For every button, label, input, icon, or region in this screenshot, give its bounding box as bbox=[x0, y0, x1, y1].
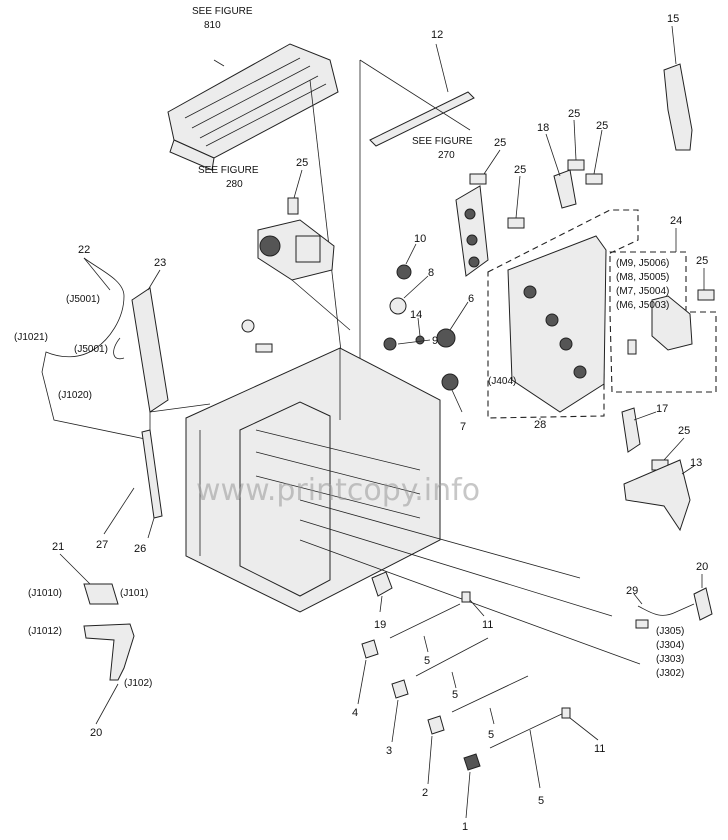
drive-assembly-280 bbox=[257, 219, 351, 331]
connector-j102: (J102) bbox=[124, 678, 152, 689]
part-12-bar bbox=[359, 43, 475, 390]
connector-j5001-b: (J5001) bbox=[74, 344, 108, 355]
ref-label-270-line1: SEE FIGURE bbox=[412, 136, 473, 147]
connector-m8: (M8, J5005) bbox=[616, 272, 669, 283]
callout-7: 7 bbox=[460, 421, 466, 433]
callout-2: 2 bbox=[422, 787, 428, 799]
callout-25-e: 25 bbox=[596, 120, 608, 132]
connector-j304: (J304) bbox=[656, 640, 684, 651]
callout-8: 8 bbox=[428, 267, 434, 279]
leader-27 bbox=[103, 487, 135, 535]
callout-15: 15 bbox=[667, 13, 679, 25]
connector-j305: (J305) bbox=[656, 626, 684, 637]
part-22-board bbox=[131, 269, 211, 413]
connector-j5001-a: (J5001) bbox=[66, 294, 100, 305]
callout-11-a: 11 bbox=[482, 619, 493, 631]
part-15-bracket bbox=[663, 25, 693, 151]
callout-22: 23 bbox=[154, 257, 166, 269]
connector-j1012: (J1012) bbox=[28, 626, 62, 637]
callout-25-a: 25 bbox=[296, 157, 308, 169]
callout-25-d: 25 bbox=[568, 108, 580, 120]
callout-1: 1 bbox=[462, 821, 468, 833]
callout-16: 17 bbox=[656, 403, 668, 415]
callout-26: 26 bbox=[134, 543, 146, 555]
callout-14: 14 bbox=[410, 309, 422, 321]
callout-13: 13 bbox=[690, 457, 702, 469]
part-16-bracket bbox=[621, 407, 657, 453]
part-29-harness bbox=[633, 593, 695, 629]
ref-label-810-line2: 810 bbox=[204, 20, 221, 31]
small-parts bbox=[357, 591, 599, 819]
callout-4: 4 bbox=[352, 707, 358, 719]
cable-20 bbox=[83, 623, 135, 725]
part-26-strip bbox=[141, 429, 163, 539]
callout-25-b: 25 bbox=[494, 137, 506, 149]
connector-j302: (J302) bbox=[656, 668, 684, 679]
callout-24: 24 bbox=[670, 215, 682, 227]
callout-28: 28 bbox=[534, 419, 546, 431]
callout-23: 22 bbox=[78, 244, 90, 256]
callout-10: 10 bbox=[414, 233, 426, 245]
ref-label-270-line2: 270 bbox=[438, 150, 455, 161]
callout-21: 21 bbox=[52, 541, 64, 553]
connector-m9: (M9, J5006) bbox=[616, 258, 669, 269]
gear-set bbox=[383, 243, 469, 413]
part-13-bracket bbox=[623, 459, 695, 532]
callout-11-b: 11 bbox=[594, 743, 605, 755]
connector-j1021: (J1021) bbox=[14, 332, 48, 343]
callout-20: 20 bbox=[90, 727, 102, 739]
callout-9: 9 bbox=[432, 335, 438, 347]
ref-label-280-line2: 280 bbox=[226, 179, 243, 190]
board-270 bbox=[455, 185, 489, 277]
callout-5-a: 5 bbox=[424, 655, 430, 667]
callout-19: 20 bbox=[696, 561, 708, 573]
connector-j303: (J303) bbox=[656, 654, 684, 665]
connector-j101: (J101) bbox=[120, 588, 148, 599]
callout-5-d: 5 bbox=[538, 795, 544, 807]
callout-25-g: 25 bbox=[678, 425, 690, 437]
part-18-sensor bbox=[371, 571, 393, 613]
ref-label-280-line1: SEE FIGURE bbox=[198, 165, 259, 176]
callout-17: 18 bbox=[537, 122, 549, 134]
callout-18: 19 bbox=[374, 619, 386, 631]
ref-label-810-line1: SEE FIGURE bbox=[192, 6, 253, 17]
main-chassis bbox=[185, 319, 441, 613]
group-24-box bbox=[609, 228, 717, 393]
callout-25-c: 25 bbox=[514, 164, 526, 176]
watermark: www.printcopy.info bbox=[196, 473, 480, 508]
connector-m7: (M7, J5004) bbox=[616, 286, 669, 297]
connector-m6: (M6, J5003) bbox=[616, 300, 669, 311]
callout-27: 27 bbox=[96, 539, 108, 551]
part-17-bracket bbox=[545, 133, 577, 209]
callout-12: 12 bbox=[431, 29, 443, 41]
callout-29: 29 bbox=[626, 585, 638, 597]
connector-j1010: (J1010) bbox=[28, 588, 62, 599]
gear-drive-28 bbox=[487, 209, 639, 420]
part-19-sensor bbox=[693, 574, 713, 621]
callout-25-f: 25 bbox=[696, 255, 708, 267]
screw-group bbox=[287, 119, 715, 471]
callout-6: 6 bbox=[468, 293, 474, 305]
callout-5-b: 5 bbox=[452, 689, 458, 701]
cable-21 bbox=[59, 553, 119, 605]
callout-3: 3 bbox=[386, 745, 392, 757]
connector-j1020: (J1020) bbox=[58, 390, 92, 401]
wire-harness-23 bbox=[41, 257, 151, 441]
callout-5-c: 5 bbox=[488, 729, 494, 741]
connector-j404: (J404) bbox=[488, 376, 516, 387]
